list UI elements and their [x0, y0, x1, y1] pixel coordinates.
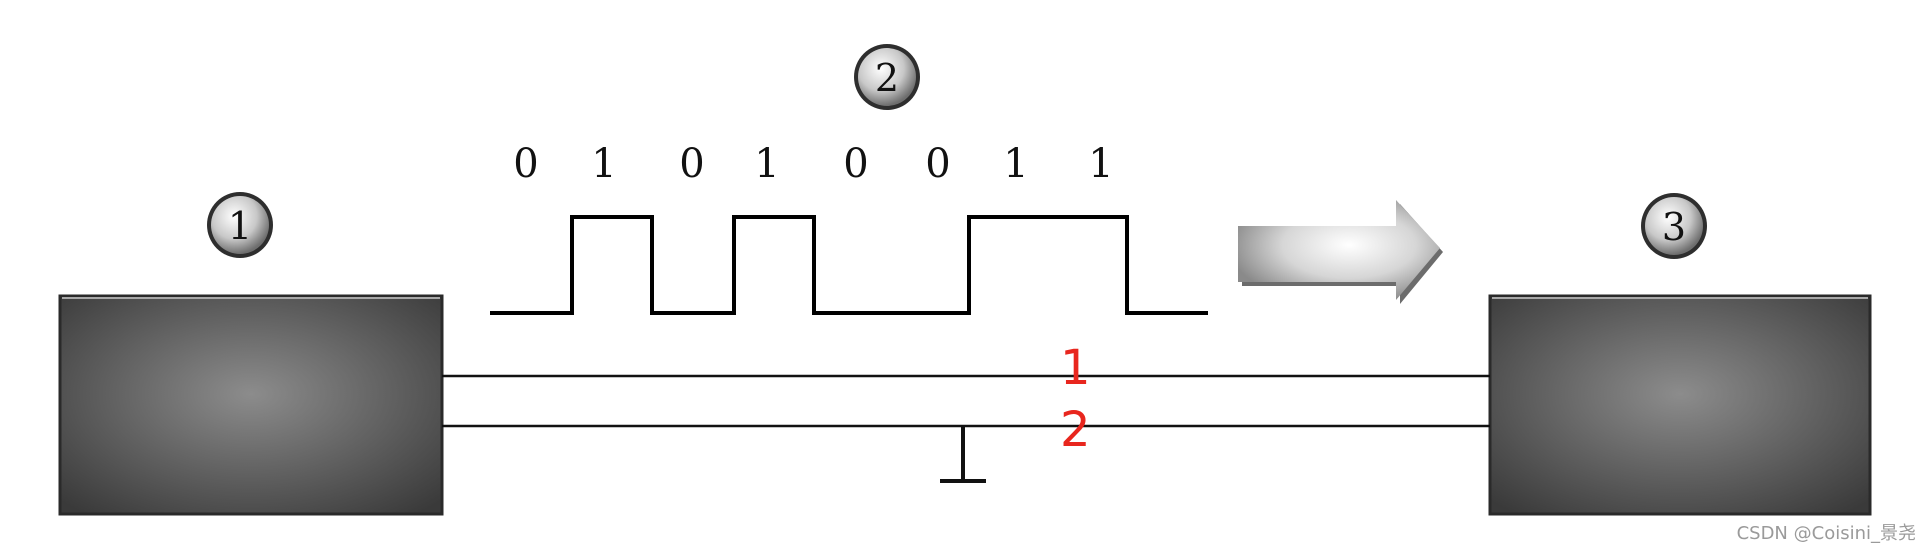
arrow-right-icon [1238, 200, 1443, 304]
badge-receiver-number: 3 [1662, 205, 1686, 249]
receiver-device-box [1488, 294, 1872, 516]
ground-symbol-icon [940, 426, 986, 483]
bit-label: 1 [1003, 141, 1028, 187]
bit-label: 0 [925, 141, 950, 187]
badge-sender: 1 [207, 192, 273, 258]
bit-label: 0 [843, 141, 868, 187]
bit-label: 1 [1088, 141, 1113, 187]
badge-signal: 2 [854, 44, 920, 110]
wire-2-label: 2 [1060, 402, 1091, 458]
badge-sender-number: 1 [228, 204, 252, 248]
bit-label: 0 [679, 141, 704, 187]
bit-labels: 0 1 0 1 0 0 1 1 [513, 141, 1113, 187]
bit-label: 1 [754, 141, 779, 187]
bit-label: 1 [591, 141, 616, 187]
badge-signal-number: 2 [875, 56, 899, 100]
wire-1-label: 1 [1060, 340, 1091, 396]
watermark: CSDN @Coisini_景尧 [1736, 523, 1916, 544]
square-wave-signal [490, 215, 1208, 315]
sender-device-box [58, 294, 444, 516]
bit-label: 0 [513, 141, 538, 187]
badge-receiver: 3 [1641, 193, 1707, 259]
